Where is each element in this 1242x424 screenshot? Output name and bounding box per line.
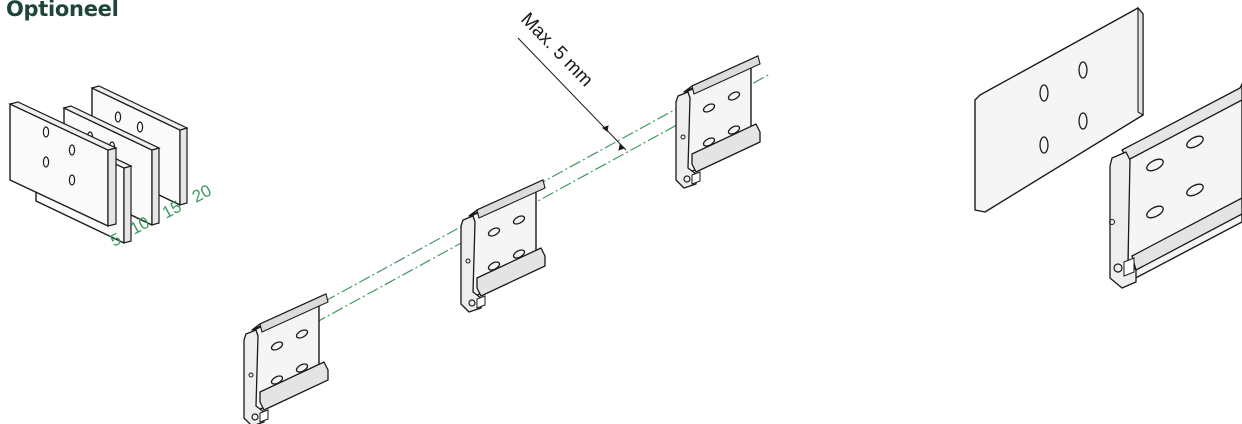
dimension-arrow-bottom bbox=[618, 144, 626, 151]
spacer-plate-5 bbox=[8, 101, 118, 227]
mounting-bracket-back bbox=[675, 55, 761, 189]
plate-slot bbox=[1078, 112, 1088, 130]
dimension-arrow-top bbox=[601, 125, 609, 132]
plate-slot bbox=[1078, 61, 1088, 79]
dimension-indicator bbox=[517, 37, 627, 151]
mounting-bracket-large bbox=[1109, 83, 1242, 289]
spacer-label-20: 20 bbox=[189, 181, 215, 207]
spacer-plate-stack bbox=[8, 85, 188, 244]
dimension-leader bbox=[517, 37, 627, 151]
page-title: Optioneel bbox=[6, 0, 119, 21]
plate-slot bbox=[1039, 84, 1049, 102]
mounting-plate bbox=[974, 6, 1144, 213]
mounting-bracket-middle bbox=[460, 179, 546, 313]
mounting-bracket-front bbox=[243, 293, 329, 424]
plate-slot bbox=[1039, 136, 1049, 154]
